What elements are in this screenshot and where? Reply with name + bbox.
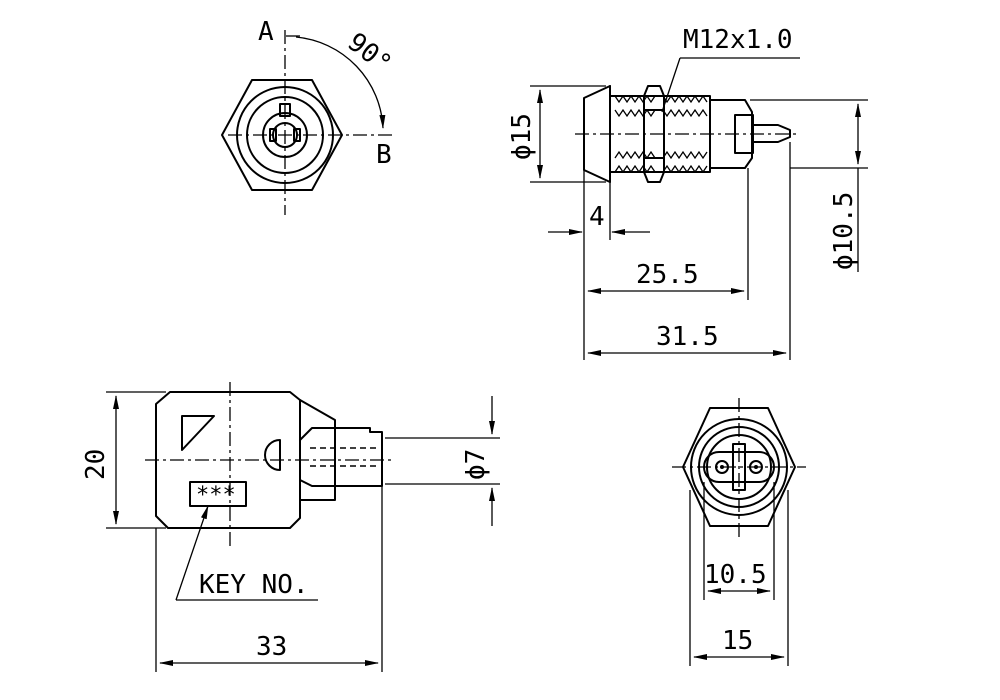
rear-inner-label: 10.5 bbox=[704, 560, 767, 590]
label-a: A bbox=[258, 17, 274, 47]
key-dia-label: ϕ7 bbox=[461, 449, 491, 480]
flange-dia-label: ϕ15 bbox=[507, 113, 537, 160]
rear-view bbox=[672, 398, 806, 666]
thread-label: M12x1.0 bbox=[683, 25, 793, 55]
total-len-label: 31.5 bbox=[656, 322, 719, 352]
rear-outer-label: 15 bbox=[722, 626, 753, 656]
flange-thk-label: 4 bbox=[589, 202, 605, 232]
key-len-label: 33 bbox=[256, 632, 287, 662]
key-view bbox=[106, 382, 500, 672]
key-no-box-label: *** bbox=[196, 483, 236, 508]
front-view bbox=[221, 30, 395, 215]
angle-label: 90° bbox=[342, 27, 397, 80]
body-dia-label: ϕ10.5 bbox=[829, 192, 859, 270]
body-len-label: 25.5 bbox=[636, 260, 699, 290]
key-height-label: 20 bbox=[81, 449, 111, 480]
side-view bbox=[530, 57, 868, 360]
key-no-label: KEY NO. bbox=[199, 570, 309, 600]
label-b: B bbox=[376, 140, 392, 170]
